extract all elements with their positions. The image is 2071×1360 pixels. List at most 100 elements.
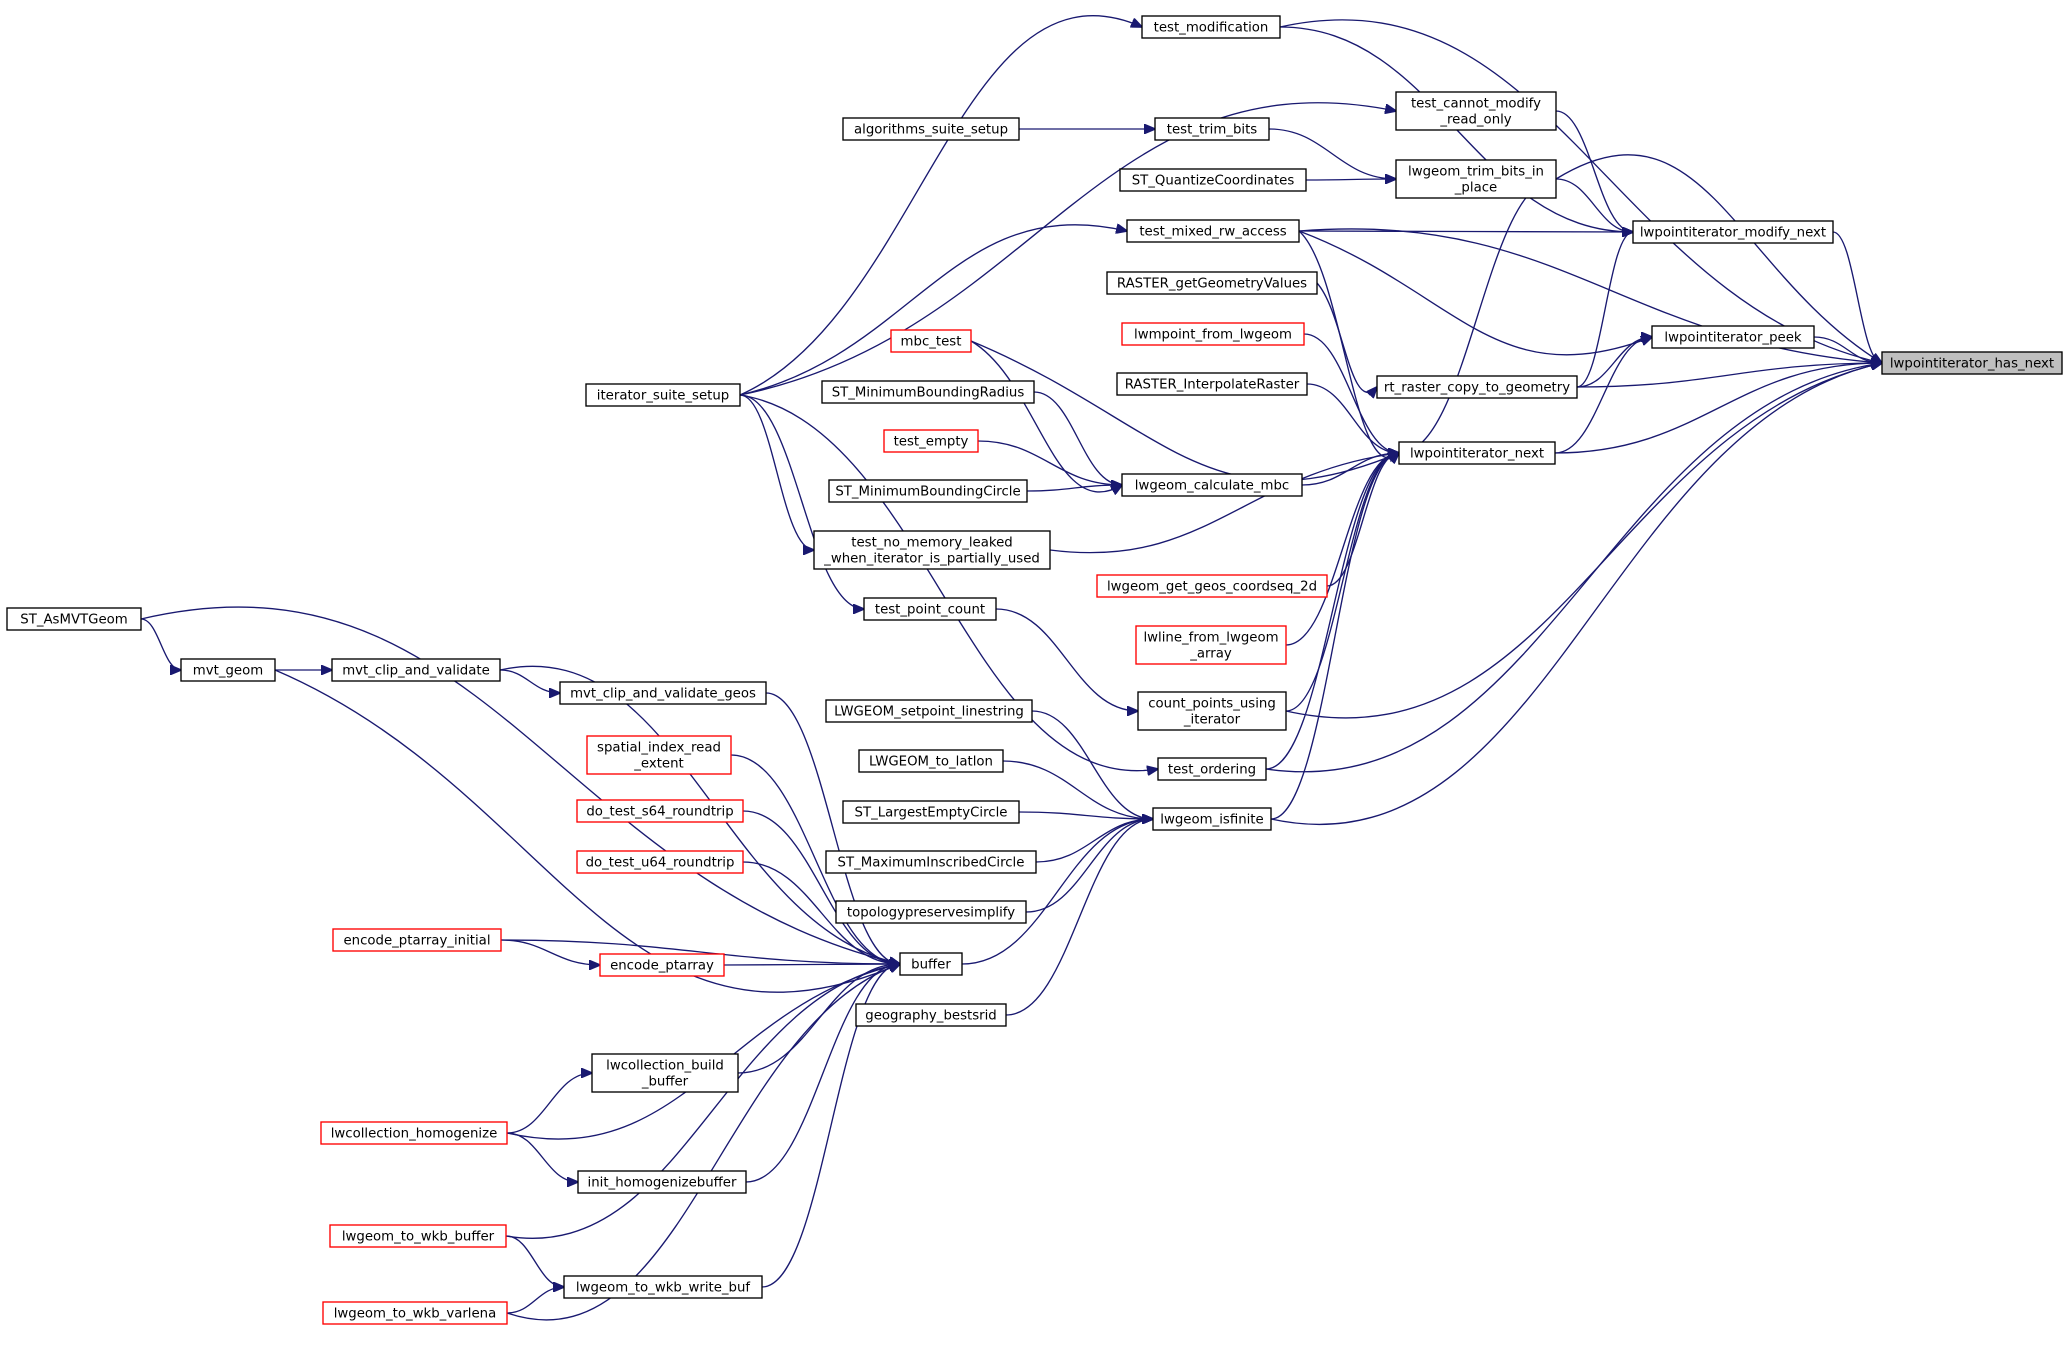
node-st-asmvtgeom[interactable]: ST_AsMVTGeom	[6, 607, 142, 631]
node-label: _when_iterator_is_partially_used	[823, 552, 1040, 567]
node-buffer[interactable]: buffer	[899, 952, 963, 976]
node-test-cannot-modify[interactable]: test_cannot_modify_read_only	[1395, 91, 1557, 131]
node-box	[825, 850, 1037, 874]
node-has-next[interactable]: lwpointiterator_has_next	[1881, 351, 2063, 375]
node-geography-bestsrid[interactable]: geography_bestsrid	[855, 1003, 1007, 1027]
node-topology-simplify[interactable]: topologypreservesimplify	[835, 900, 1027, 924]
node-modify-next[interactable]: lwpointiterator_modify_next	[1632, 220, 1834, 244]
node-lwgeom-to-latlon[interactable]: LWGEOM_to_latlon	[858, 749, 1004, 773]
node-label: iterator_suite_setup	[597, 389, 729, 404]
edge-calculate_mbc-to-iterator_next	[1301, 453, 1399, 486]
node-box	[1116, 372, 1308, 396]
node-s64-roundtrip[interactable]: do_test_s64_roundtrip	[576, 799, 744, 823]
node-iterator-next[interactable]: lwpointiterator_next	[1398, 441, 1556, 465]
edge-raster_getgeomvals-to-rt_raster_copy	[1316, 282, 1377, 392]
node-label: spatial_index_read	[597, 741, 721, 756]
node-setpoint-linestring[interactable]: LWGEOM_setpoint_linestring	[825, 699, 1033, 723]
node-label: buffer	[911, 958, 951, 973]
node-st-min-bounding-radius[interactable]: ST_MinimumBoundingRadius	[821, 380, 1035, 404]
edge-test_cannot_modify-to-modify_next	[1555, 110, 1633, 232]
edge-test_mixed_rw-to-modify_next	[1298, 231, 1633, 232]
node-mvt-geom[interactable]: mvt_geom	[180, 658, 276, 682]
node-box	[899, 952, 963, 976]
edge-wkb_buffer-to-buffer	[505, 964, 900, 1239]
node-u64-roundtrip[interactable]: do_test_u64_roundtrip	[576, 850, 744, 874]
node-test-ordering[interactable]: test_ordering	[1157, 757, 1267, 781]
edge-test_point_count-to-count_points_iter	[995, 608, 1138, 711]
node-box	[1651, 325, 1815, 349]
node-label: do_test_u64_roundtrip	[586, 856, 735, 871]
node-box	[1121, 322, 1305, 346]
node-spatial-index-read[interactable]: spatial_index_read_extent	[586, 735, 732, 775]
node-count-points-iter[interactable]: count_points_using_iterator	[1137, 691, 1287, 731]
node-st-min-bounding-circle[interactable]: ST_MinimumBoundingCircle	[828, 479, 1028, 503]
node-st-quantize[interactable]: ST_QuantizeCoordinates	[1119, 168, 1307, 192]
node-mvt-clip-validate-geos[interactable]: mvt_clip_and_validate_geos	[559, 681, 767, 705]
node-label: lwgeom_trim_bits_in	[1408, 165, 1544, 180]
node-wkb-varlena[interactable]: lwgeom_to_wkb_varlena	[322, 1301, 508, 1325]
node-mvt-clip-validate[interactable]: mvt_clip_and_validate	[331, 658, 501, 682]
node-label: test_point_count	[875, 603, 985, 618]
node-label: lwpointiterator_peek	[1664, 331, 1801, 346]
node-box	[585, 383, 741, 407]
node-label: do_test_s64_roundtrip	[586, 805, 733, 820]
node-calculate-mbc[interactable]: lwgeom_calculate_mbc	[1121, 473, 1303, 497]
node-test-mixed-rw[interactable]: test_mixed_rw_access	[1126, 219, 1300, 243]
node-encode-ptarray-initial[interactable]: encode_ptarray_initial	[332, 928, 502, 952]
node-box	[329, 1224, 507, 1248]
node-label: count_points_using	[1148, 697, 1276, 712]
node-lwmpoint-from-lwgeom[interactable]: lwmpoint_from_lwgeom	[1121, 322, 1305, 346]
edge-wkb_write_buf-to-buffer	[761, 964, 900, 1288]
node-init-homogenizebuffer[interactable]: init_homogenizebuffer	[577, 1170, 747, 1194]
node-raster-getgeomvals[interactable]: RASTER_getGeometryValues	[1106, 271, 1318, 295]
node-test-modification[interactable]: test_modification	[1141, 15, 1281, 39]
node-label: mbc_test	[901, 335, 962, 350]
edge-test_empty-to-calculate_mbc	[977, 440, 1122, 485]
node-label: lwgeom_to_wkb_write_buf	[576, 1281, 751, 1296]
edge-iterator_suite_setup-to-test_modification	[739, 15, 1142, 396]
edge-trim_bits_in_place-to-modify_next	[1555, 178, 1633, 232]
node-test-no-memory-leaked[interactable]: test_no_memory_leaked_when_iterator_is_p…	[813, 530, 1051, 570]
node-box	[586, 735, 732, 775]
node-lwline-from-array[interactable]: lwline_from_lwgeom_array	[1135, 625, 1287, 665]
node-iterator-suite-setup[interactable]: iterator_suite_setup	[585, 383, 741, 407]
edge-count_points_iter-to-has_next	[1285, 363, 1882, 719]
node-test-point-count[interactable]: test_point_count	[863, 597, 997, 621]
node-st-max-inscribed[interactable]: ST_MaximumInscribedCircle	[825, 850, 1037, 874]
edge-st_max_inscribed-to-isfinite	[1035, 819, 1153, 863]
edge-mvt_clip_validate-to-buffer	[499, 665, 900, 964]
node-label: lwmpoint_from_lwgeom	[1134, 328, 1292, 343]
edge-test_trim_bits-to-trim_bits_in_place	[1268, 128, 1396, 179]
edge-mvt_clip_validate-to-mvt_clip_validate_geos	[499, 669, 560, 693]
node-box	[863, 597, 997, 621]
node-wkb-write-buf[interactable]: lwgeom_to_wkb_write_buf	[563, 1275, 763, 1299]
node-trim-bits-in-place[interactable]: lwgeom_trim_bits_in_place	[1395, 159, 1557, 199]
edge-wkb_varlena-to-wkb_write_buf	[506, 1287, 564, 1314]
edge-buffer-to-isfinite	[961, 819, 1153, 965]
node-isfinite[interactable]: lwgeom_isfinite	[1152, 807, 1272, 831]
node-label: rt_raster_copy_to_geometry	[1384, 381, 1570, 396]
node-label: _iterator	[1183, 713, 1241, 728]
node-label: test_empty	[894, 435, 969, 450]
node-label: LWGEOM_setpoint_linestring	[834, 705, 1024, 720]
edge-rt_raster_copy-to-has_next	[1576, 363, 1882, 388]
node-algorithms-suite-setup[interactable]: algorithms_suite_setup	[842, 117, 1020, 141]
edge-raster_interpolate-to-iterator_next	[1306, 383, 1399, 453]
node-label: _place	[1454, 181, 1497, 196]
node-raster-interpolate[interactable]: RASTER_InterpolateRaster	[1116, 372, 1308, 396]
node-label: ST_MinimumBoundingCircle	[835, 485, 1020, 500]
node-test-trim-bits[interactable]: test_trim_bits	[1154, 117, 1270, 141]
node-rt-raster-copy[interactable]: rt_raster_copy_to_geometry	[1376, 375, 1578, 399]
edge-wkb_varlena-to-buffer	[506, 964, 900, 1321]
node-collection-build-buffer[interactable]: lwcollection_build_buffer	[591, 1053, 739, 1093]
node-test-empty[interactable]: test_empty	[883, 429, 979, 453]
node-peek[interactable]: lwpointiterator_peek	[1651, 325, 1815, 349]
node-geos-coordseq[interactable]: lwgeom_get_geos_coordseq_2d	[1096, 574, 1328, 598]
node-mbc-test[interactable]: mbc_test	[890, 329, 972, 353]
node-wkb-buffer[interactable]: lwgeom_to_wkb_buffer	[329, 1224, 507, 1248]
node-label: _extent	[633, 757, 684, 772]
node-collection-homogenize[interactable]: lwcollection_homogenize	[320, 1121, 508, 1145]
node-st-largest-empty[interactable]: ST_LargestEmptyCircle	[842, 800, 1020, 824]
node-encode-ptarray[interactable]: encode_ptarray	[599, 953, 725, 977]
